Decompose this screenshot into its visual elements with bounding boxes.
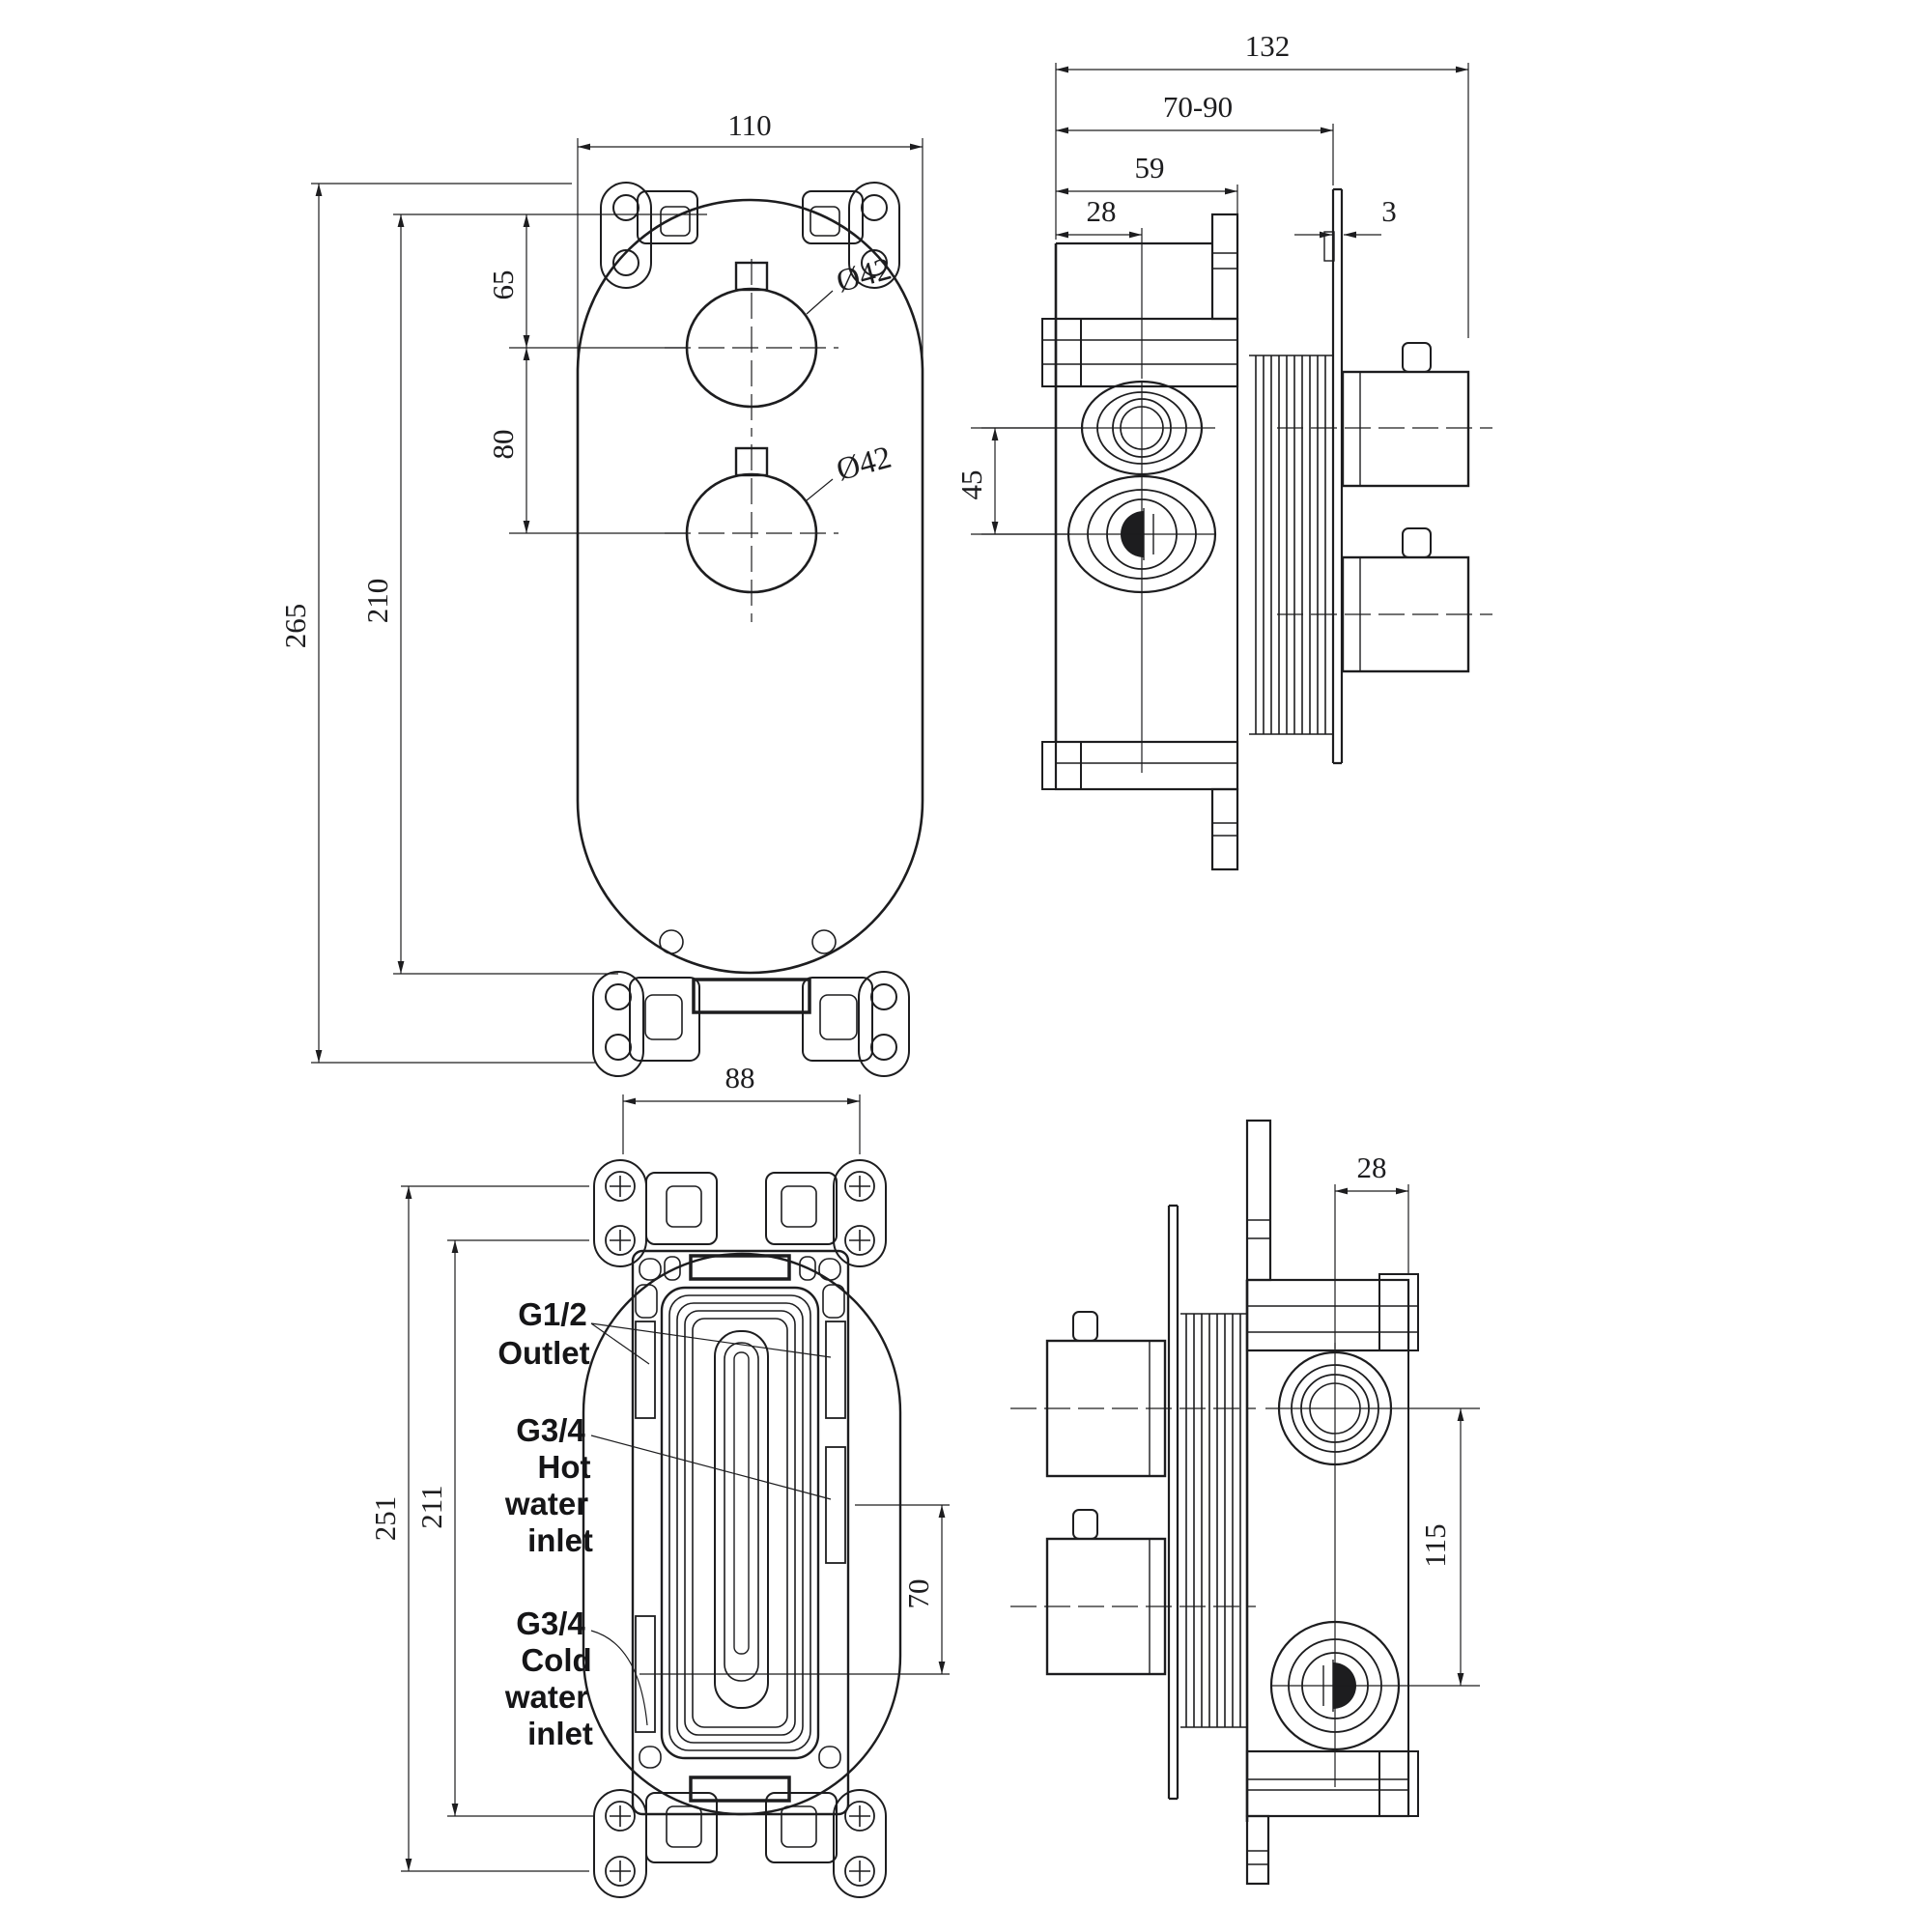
- dim-side-plate-thickness: 3: [1381, 194, 1397, 228]
- hot-water-inlet-port: [825, 1446, 846, 1564]
- side-view-top-right: 132 70-90 59 28 3 45: [954, 29, 1492, 871]
- label-hot-line3: water: [504, 1486, 588, 1521]
- label-cold-line3: water: [504, 1679, 588, 1715]
- dim-side-overall-depth: 132: [1245, 29, 1291, 63]
- side-top-rib-fins: [1249, 355, 1333, 735]
- label-cold-line1: G3/4: [516, 1605, 585, 1641]
- dim-back-screw-width: 88: [725, 1061, 755, 1094]
- back-leader-lines: [590, 1322, 832, 1726]
- dim-side-body-depth: 59: [1135, 151, 1165, 185]
- back-view: 88 251 211 70 G1/2 Outlet G3/4 Hot water…: [368, 1061, 950, 1898]
- label-outlet-line2: Outlet: [497, 1335, 589, 1371]
- dim-front-plate-height: 210: [360, 579, 394, 624]
- back-mounting-plate: [631, 1249, 850, 1816]
- back-dimension-lines: [401, 1094, 950, 1872]
- back-plate-details: [635, 1254, 845, 1803]
- front-top-mounting-brackets: [600, 182, 900, 289]
- side-bottom-valve-body: [1245, 1119, 1419, 1886]
- side-bottom-centerlines: [1010, 1343, 1480, 1787]
- side-view-bottom-right: 28 115: [1010, 1119, 1480, 1886]
- label-hot-line2: Hot: [538, 1449, 591, 1485]
- back-screw-lobes: [593, 1159, 887, 1898]
- label-hot-line1: G3/4: [516, 1412, 585, 1448]
- side-top-knob-2: [1341, 527, 1470, 673]
- label-hot-line4: inlet: [527, 1522, 593, 1558]
- dim-front-overall-height: 265: [278, 604, 312, 649]
- front-bottom-mounting-bracket: [592, 929, 910, 1077]
- side-top-knob-1: [1341, 342, 1470, 488]
- back-housing-rings: [660, 1286, 820, 1760]
- label-knob1-diameter: Ø42: [833, 252, 895, 299]
- dim-side2-port-offset: 28: [1357, 1151, 1387, 1184]
- dim-side-adjust-range: 70-90: [1163, 90, 1233, 124]
- side-bottom-wall-plate: [1167, 1204, 1179, 1801]
- side-top-valve-body: [1041, 213, 1239, 871]
- side-bottom-dimension-lines: [1334, 1184, 1464, 1686]
- front-dimension-lines: [311, 138, 923, 1064]
- outlet-port-right: [825, 1321, 846, 1419]
- back-port-labels: G1/2 Outlet G3/4 Hot water inlet G3/4 Co…: [497, 1296, 593, 1751]
- front-view: 110 265 210 65 80 Ø42 Ø42: [278, 108, 924, 1077]
- side-bottom-rib-fins: [1180, 1313, 1247, 1728]
- side-bottom-knob-2: [1045, 1509, 1167, 1676]
- dim-front-knob-spacing: 80: [486, 430, 520, 460]
- dim-front-width: 110: [727, 108, 771, 142]
- back-connection-ports: [635, 1321, 846, 1733]
- side-top-dimension-lines: [981, 63, 1469, 535]
- dim-side-port-offset: 28: [1087, 194, 1117, 228]
- front-knob-1: [665, 259, 838, 437]
- outlet-port-left: [635, 1321, 656, 1419]
- dim-back-screw-height: 211: [414, 1485, 448, 1528]
- dim-back-overall-height: 251: [368, 1496, 402, 1542]
- dim-side-port-spacing: 45: [954, 470, 988, 500]
- front-knob-2-centerlines: [665, 444, 838, 622]
- label-knob2-diameter: Ø42: [833, 440, 895, 488]
- label-outlet-line1: G1/2: [518, 1296, 587, 1332]
- label-cold-line4: inlet: [527, 1716, 593, 1751]
- dim-side2-port-spacing: 115: [1418, 1523, 1452, 1567]
- label-cold-line2: Cold: [521, 1642, 591, 1678]
- back-screws: [605, 1171, 875, 1887]
- side-top-centerlines: [971, 382, 1492, 773]
- side-bottom-knob-1: [1045, 1311, 1167, 1478]
- side-top-wall-plate: [1323, 187, 1344, 765]
- back-faceplate-oval: [582, 1252, 902, 1816]
- front-faceplate-oval: [576, 198, 924, 975]
- front-knob-2: [665, 444, 838, 622]
- dim-back-inlet-spacing: 70: [901, 1579, 935, 1609]
- dim-front-knob1-offset: 65: [486, 270, 520, 300]
- front-knob-1-centerlines: [665, 259, 838, 437]
